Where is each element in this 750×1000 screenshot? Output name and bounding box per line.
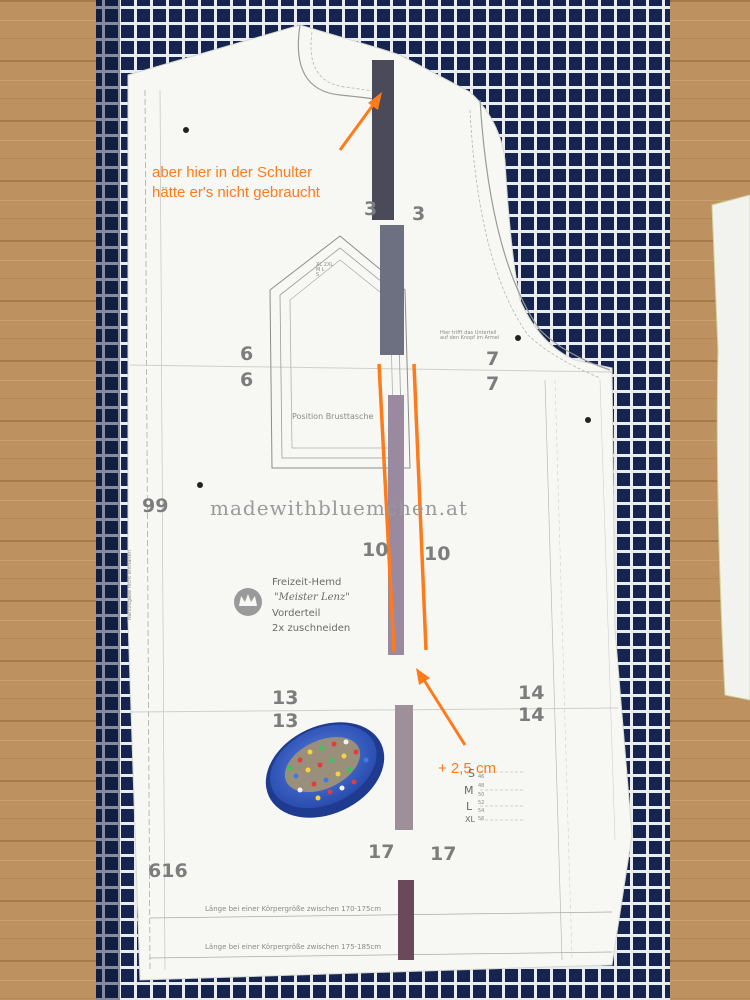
front-panel-pattern xyxy=(127,24,633,981)
size-number: 52 xyxy=(478,800,485,806)
sheet-joint-1 xyxy=(129,364,613,373)
alignment-mark: 7 xyxy=(486,348,500,370)
side-seam-line-3 xyxy=(599,379,616,841)
size-number: 48 xyxy=(478,783,485,789)
armhole-seam xyxy=(469,109,601,379)
pattern-subtitle: "Meister Lenz" xyxy=(274,592,350,603)
orange-line-left xyxy=(377,363,396,653)
neckline-curve xyxy=(297,24,381,101)
pocket-size-marks: XL 2XL M L S xyxy=(316,262,334,278)
pattern-title: Freizeit-Hemd xyxy=(272,577,342,588)
alignment-mark: 3 xyxy=(364,198,378,220)
notch-note: Hier trifft das Unterteil auf den Knopf … xyxy=(440,330,500,341)
alignment-mark: 17 xyxy=(430,843,457,865)
size-m: M xyxy=(464,784,474,797)
brand-logo-crown xyxy=(239,594,257,606)
side-seam-line xyxy=(544,379,563,961)
pin-head xyxy=(197,482,203,488)
hem-line-1 xyxy=(149,911,613,919)
size-s: S xyxy=(468,767,475,780)
alignment-mark: 17 xyxy=(368,841,395,863)
length-note-1: Länge bei einer Körpergröße zwischen 170… xyxy=(205,905,382,913)
pin-head xyxy=(585,417,591,423)
annotation-shoulder-line1: aber hier in der Schulter xyxy=(152,164,313,181)
size-number: 54 xyxy=(478,808,485,814)
pins-cluster xyxy=(287,739,369,801)
alignment-mark: 616 xyxy=(148,860,188,882)
gap-strip-top xyxy=(372,60,394,220)
gap-strip-bottom xyxy=(395,705,413,830)
size-number: 50 xyxy=(478,792,485,798)
gap-strip-mid xyxy=(380,225,404,355)
shoulder-arrow-head xyxy=(368,92,382,110)
size-l: L xyxy=(466,800,473,813)
gap-strip-hem xyxy=(398,880,414,960)
width-arrow-shaft xyxy=(422,679,467,746)
pocket-label: Position Brusttasche xyxy=(292,412,374,421)
alignment-mark: 10 xyxy=(362,539,389,561)
shoulder-arrow-shaft xyxy=(338,104,375,151)
alignment-mark: 13 xyxy=(272,710,299,732)
pin-head xyxy=(183,127,189,133)
alignment-mark: 14 xyxy=(518,704,545,726)
alignment-mark: 3 xyxy=(412,203,426,225)
pattern-piece-name: Vorderteil xyxy=(272,608,321,619)
width-arrow-head xyxy=(416,668,430,685)
pocket-outline-mid xyxy=(279,247,403,459)
alignment-mark: 6 xyxy=(240,369,254,391)
alignment-mark: 7 xyxy=(486,373,500,395)
hem-line-2 xyxy=(149,951,613,959)
sheet-joint-2 xyxy=(129,707,619,713)
second-pattern-piece xyxy=(711,194,750,701)
side-seam-line-2 xyxy=(554,379,573,961)
pincushion xyxy=(265,722,385,818)
alignment-mark: 13 xyxy=(272,687,299,709)
armhole-curve xyxy=(479,99,611,371)
orange-line-right xyxy=(412,363,428,651)
pocket-outline-outer xyxy=(269,235,411,469)
size-number: 46 xyxy=(478,774,485,780)
pocket-outline-inner xyxy=(289,259,395,449)
button-line xyxy=(159,89,166,971)
length-note-2: Länge bei einer Körpergröße zwischen 175… xyxy=(205,943,382,951)
alignment-mark: 10 xyxy=(424,543,451,565)
seam-allowance-note: Nahtzugabe nicht enthalten xyxy=(127,550,133,620)
alignment-mark: 14 xyxy=(518,682,545,704)
size-xl: XL xyxy=(465,815,475,824)
annotation-addition: + 2,5 cm xyxy=(438,760,496,777)
fabric-shadow xyxy=(96,0,120,1000)
pin-head xyxy=(515,335,521,341)
alignment-mark: 99 xyxy=(142,495,169,517)
size-number: 56 xyxy=(478,816,485,822)
alignment-mark: 6 xyxy=(240,343,254,365)
pattern-cut-instruction: 2x zuschneiden xyxy=(272,623,351,634)
annotation-shoulder-line2: hätte er's nicht gebraucht xyxy=(152,184,320,201)
center-front-line xyxy=(144,89,151,971)
watermark: madewithbluemchen.at xyxy=(210,496,468,520)
